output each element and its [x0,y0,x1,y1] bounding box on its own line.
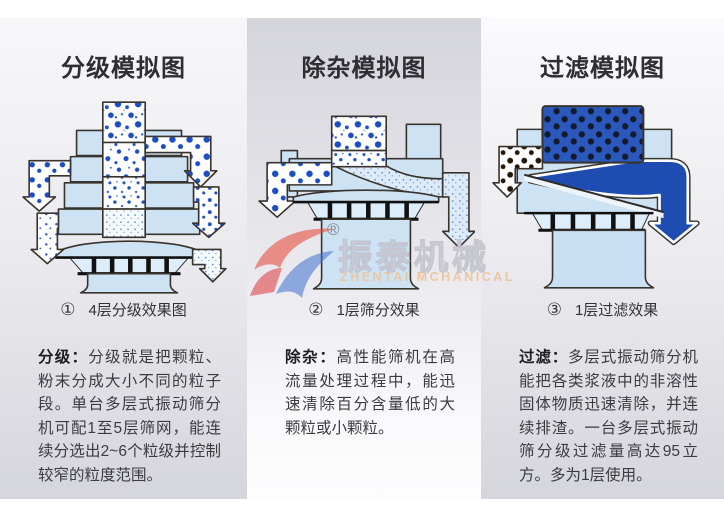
classification-diagram [0,100,247,297]
description-label: 分级： [38,349,89,366]
top-margin [0,0,724,18]
bottom-margin [0,499,724,511]
page-title: 过滤模拟图 [540,55,665,82]
caption: ③ 1层过滤效果 [481,299,724,320]
caption: ② 1层筛分效果 [247,299,481,320]
description-text: 除杂：高性能筛机在高流量处理过程中，能迅速清除百分含量低的大颗粒或小颗粒。 [285,349,455,437]
column-filtration: 过滤模拟图 [481,18,724,499]
filter-illustration [491,105,714,289]
caption: ① 4层分级效果图 [0,299,247,320]
description-text: 过滤：多层式振动筛分机能把各类浆液中的非溶性固体物质迅速清除，并连续排渣。一台多… [519,349,698,484]
three-column-layout: 分级模拟图 [0,18,724,499]
caption-number: ③ [546,299,562,319]
impurity-screen-illustration [258,115,475,290]
caption-text: 1层筛分效果 [336,302,420,319]
caption-number: ② [308,299,324,319]
page-title: 除杂模拟图 [301,55,427,82]
page-title: 分级模拟图 [61,55,186,82]
classification-sieve-illustration [21,101,227,294]
column-classification: 分级模拟图 [0,18,247,499]
caption-text: 4层分级效果图 [88,302,187,319]
caption-text: 1层过滤效果 [574,302,659,319]
description-label: 除杂： [285,349,337,366]
filtration-diagram [481,100,724,297]
impurity-removal-diagram [247,100,481,297]
column-impurity-removal: 除杂模拟图 [247,18,481,499]
description-label: 过滤： [519,349,569,366]
caption-number: ① [60,299,76,319]
description-text: 分级：分级就是把颗粒、粉末分成大小不同的粒子段。单台多层式振动筛分机可配1至5层… [38,349,221,484]
